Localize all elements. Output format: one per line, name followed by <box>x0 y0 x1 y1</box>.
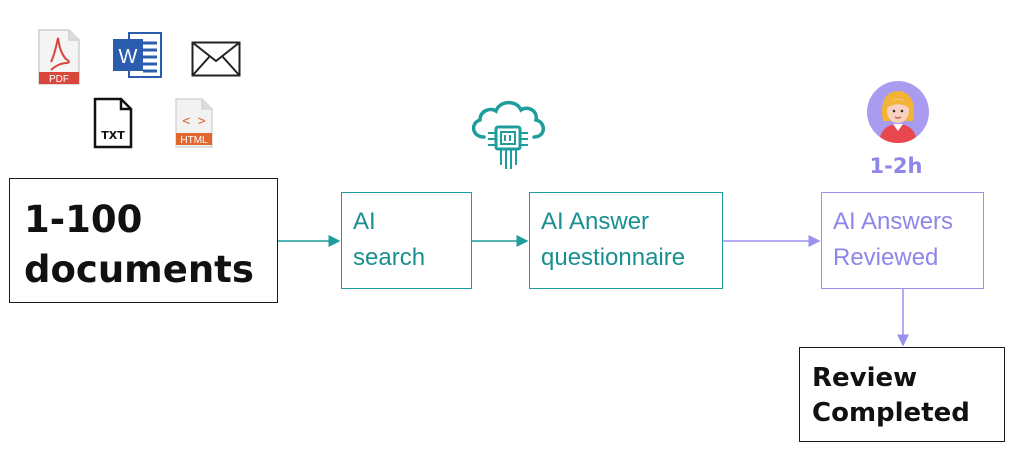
reviewed-line2: Reviewed <box>833 244 939 271</box>
ai-search-line1: AI <box>353 208 376 235</box>
txt-label: TXT <box>101 129 125 142</box>
reviewed-line1: AI Answers <box>833 208 954 235</box>
ai-answer-line1: AI Answer <box>541 208 650 235</box>
txt-icon: TXT <box>93 97 133 149</box>
html-icon: < > HTML <box>175 98 213 148</box>
completed-line1: Review <box>812 363 918 393</box>
pdf-label: PDF <box>49 74 69 85</box>
mail-icon <box>191 41 241 77</box>
ai-answer-line2: questionnaire <box>541 244 686 271</box>
ai-cloud-chip-icon <box>471 100 545 169</box>
html-glyph: < > <box>182 114 206 129</box>
documents-node: 1-100 documents <box>9 178 278 303</box>
documents-label: documents <box>24 248 254 291</box>
answers-reviewed-node: AI Answers Reviewed <box>821 192 984 289</box>
completed-line2: Completed <box>812 398 970 428</box>
reviewer-avatar <box>867 81 929 143</box>
word-icon: W <box>113 32 162 78</box>
ai-search-node: AI search <box>341 192 472 289</box>
word-label: W <box>119 46 138 68</box>
ai-search-line2: search <box>353 244 426 271</box>
pdf-icon: PDF <box>38 29 80 85</box>
review-completed-node: Review Completed <box>799 347 1005 442</box>
review-duration: 1-2h <box>869 154 923 178</box>
html-label: HTML <box>180 135 208 146</box>
documents-count: 1-100 <box>24 198 143 241</box>
ai-answer-node: AI Answer questionnaire <box>529 192 723 289</box>
